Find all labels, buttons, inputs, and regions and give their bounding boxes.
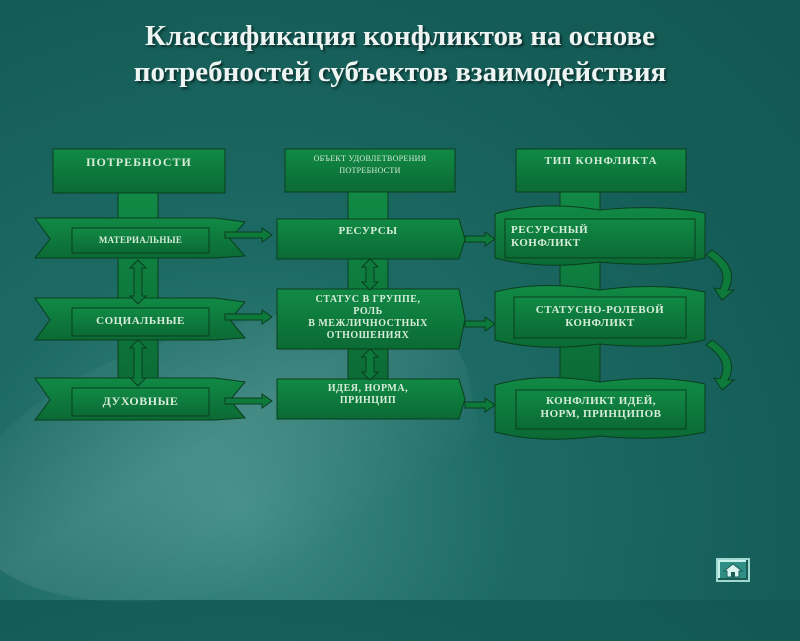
arrow-status-conflict [464,316,496,332]
object-status-line-1: СТАТУС В ГРУППЕ, [315,294,421,305]
object-resources-box [276,218,466,260]
needs-spiritual-box [71,387,210,417]
arrow-material-resources [224,227,273,243]
object-header-line-2: ПОТРЕБНОСТИ [339,166,401,175]
arrow-social-status [224,309,273,325]
needs-spiritual: ДУХОВНЫЕ [102,394,179,408]
conflict-status-line-2: КОНФЛИКТ [565,317,635,329]
conflict-ideas: КОНФЛИКТ ИДЕЙ, НОРМ, ПРИНЦИПОВ [516,395,686,421]
conflict-resource-line-2: КОНФЛИКТ [511,237,581,249]
needs-header: ПОТРЕБНОСТИ [86,155,192,169]
type-header-box [515,148,687,193]
arrow-spiritual-idea [224,393,273,409]
conflict-status-role: СТАТУСНО-РОЛЕВОЙ КОНФЛИКТ [514,304,686,330]
needs-arrow-1 [128,259,148,305]
object-arrow-2 [360,348,380,381]
needs-material: МАТЕРИАЛЬНЫЕ [98,235,183,245]
needs-social: СОЦИАЛЬНЫЕ [96,315,185,327]
object-idea: ИДЕЯ, НОРМА, ПРИНЦИП [277,383,459,407]
arrow-idea-conflict [464,397,496,413]
home-icon [722,563,744,578]
object-header: ОБЪЕКТ УДОВЛЕТВОРЕНИЯ ПОТРЕБНОСТИ [285,153,455,177]
object-arrow-1 [360,258,380,291]
object-status-line-2: РОЛЬ [353,306,383,317]
needs-material-box [71,227,210,254]
conflict-ideas-line-1: КОНФЛИКТ ИДЕЙ, [545,395,657,407]
slide-title: Классификация конфликтов на основе потре… [0,18,800,90]
object-header-box [284,148,456,193]
object-status-box [276,288,466,350]
home-nav-button[interactable] [716,558,750,582]
conflict-status-box [513,296,687,339]
conflict-ideas-box [515,389,687,430]
curved-arrow-2 [705,339,736,391]
needs-header-box [52,148,226,194]
object-header-line-1: ОБЪЕКТ УДОВЛЕТВОРЕНИЯ [313,154,427,163]
conflict-ideas-line-2: НОРМ, ПРИНЦИПОВ [540,408,662,420]
object-resources: РЕСУРСЫ [338,225,398,237]
curved-arrow-1 [705,249,736,301]
conflict-resource-line-1: РЕСУРСНЫЙ [511,224,589,236]
classification-diagram [33,148,736,440]
object-idea-line-1: ИДЕЯ, НОРМА, [327,383,409,394]
needs-arrow-2 [128,339,148,387]
conflict-resource-box [504,218,696,259]
conflict-status-line-1: СТАТУСНО-РОЛЕВОЙ [535,304,665,316]
object-status: СТАТУС В ГРУППЕ, РОЛЬ В МЕЖЛИЧНОСТНЫХ ОТ… [277,294,459,342]
arrow-resources-conflict [464,231,496,247]
title-line-1: Классификация конфликтов на основе [144,20,656,52]
object-status-line-3: В МЕЖЛИЧНОСТНЫХ [308,318,428,329]
object-idea-line-2: ПРИНЦИП [339,395,397,406]
conflict-resource: РЕСУРСНЫЙ КОНФЛИКТ [511,224,691,250]
object-status-line-4: ОТНОШЕНИЯХ [326,330,410,341]
object-idea-box [276,378,466,420]
type-header: ТИП КОНФЛИКТА [544,155,658,167]
needs-social-box [71,307,210,337]
title-line-2: потребностей субъектов взаимодействия [133,56,667,88]
